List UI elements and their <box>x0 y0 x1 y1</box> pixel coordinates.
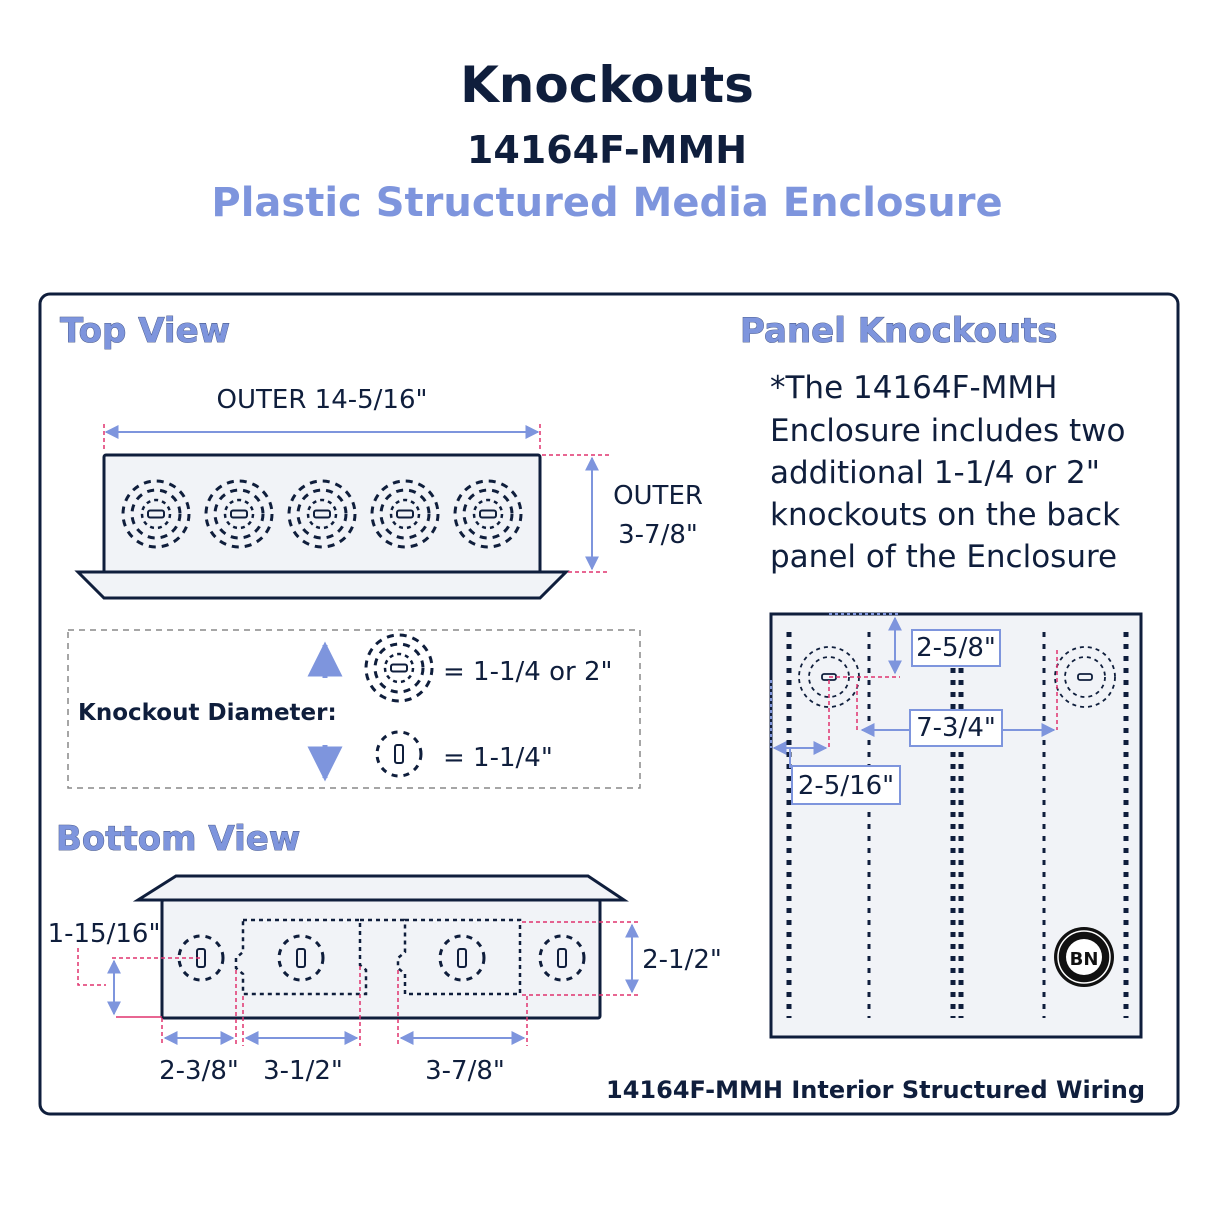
bottom-view-heading: Bottom View <box>56 819 300 859</box>
legend-box <box>67 629 641 789</box>
brand-logo: BN <box>1054 927 1114 987</box>
panel-top-dim-label: 2-5/8" <box>916 633 996 663</box>
bottom-dim-c-label: 3-7/8" <box>425 1056 505 1086</box>
bottom-dim-b-label: 3-1/2" <box>263 1056 343 1086</box>
bottom-view-box <box>160 898 602 1020</box>
panel-note-line: additional 1-1/4 or 2" <box>770 455 1100 491</box>
bottom-right-height-label: 2-1/2" <box>642 945 722 975</box>
product-subtitle: Plastic Structured Media Enclosure <box>211 180 1003 226</box>
model-number: 14164F-MMH <box>466 128 748 172</box>
panel-span-dim-label: 7-3/4" <box>916 713 996 743</box>
top-view-heading: Top View <box>60 311 230 351</box>
bottom-view-flange <box>132 874 629 902</box>
panel-span-dim-box <box>909 709 1003 747</box>
panel-note-line: panel of the Enclosure <box>770 539 1117 575</box>
panel-caption: 14164F-MMH Interior Structured Wiring <box>606 1076 1145 1104</box>
bottom-left-height-label: 1-15/16" <box>48 919 161 949</box>
top-view-flange <box>74 570 570 600</box>
panel-note-line: *The 14164F-MMH <box>770 370 1057 406</box>
panel-knockouts-heading: Panel Knockouts <box>740 311 1058 351</box>
svg-text:BN: BN <box>1070 949 1099 970</box>
panel-note-line: knockouts on the back <box>770 497 1120 533</box>
legend-label: Knockout Diameter: <box>78 700 337 726</box>
panel-side-dim-box <box>791 765 901 805</box>
top-height-label-2: 3-7/8" <box>618 520 698 550</box>
panel-side-dim-label: 2-5/16" <box>798 771 894 801</box>
top-width-label: OUTER 14-5/16" <box>217 385 428 415</box>
bottom-dim-a-label: 2-3/8" <box>159 1056 239 1086</box>
legend-small-value: = 1-1/4" <box>443 743 553 773</box>
legend-large-value: = 1-1/4 or 2" <box>443 657 612 687</box>
panel-note-line: Enclosure includes two <box>770 413 1125 449</box>
top-height-label-1: OUTER <box>613 481 703 511</box>
main-title: Knockouts <box>460 56 754 114</box>
panel-top-dim-box <box>911 629 1001 667</box>
